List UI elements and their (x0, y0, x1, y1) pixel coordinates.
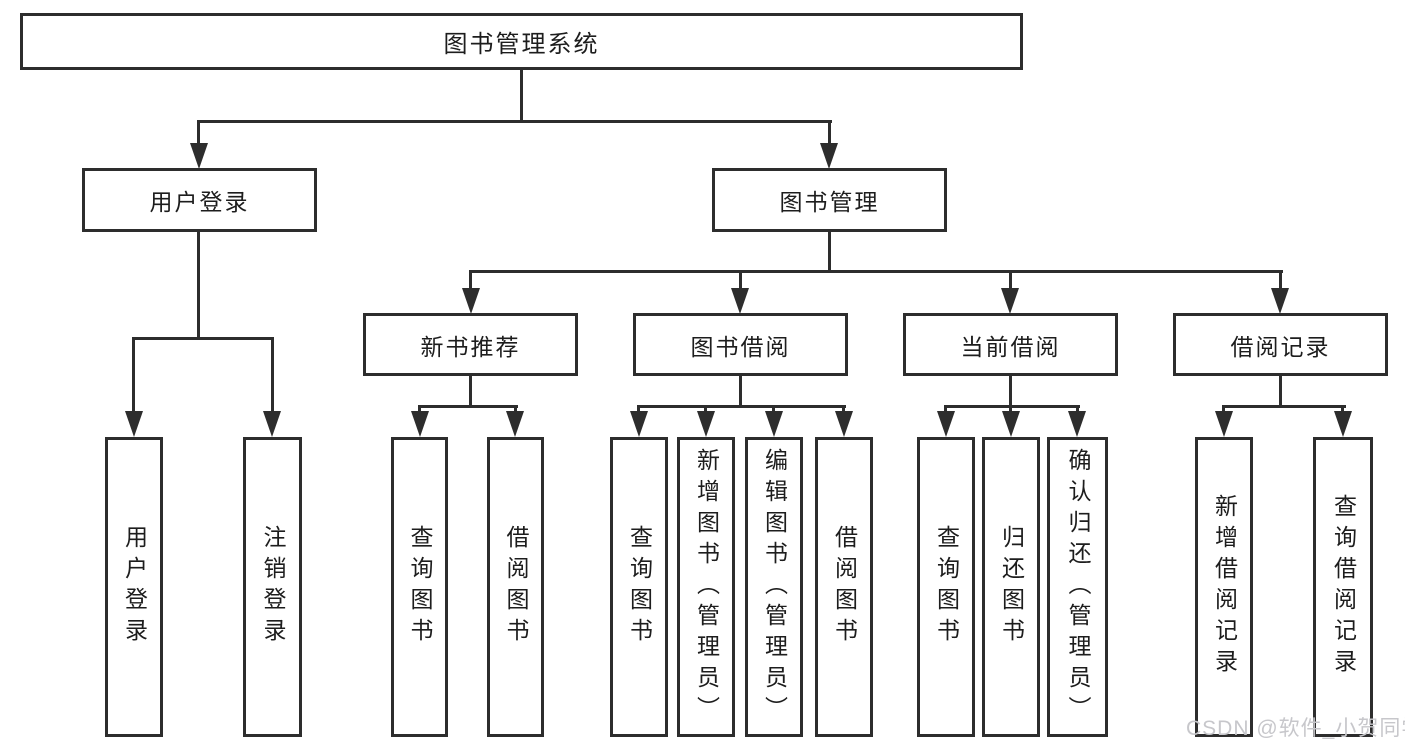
leaf-bb-edit-books-admin-label: 编辑图书（管理员） (761, 447, 788, 727)
arrowhead-current-borrow (1001, 288, 1019, 314)
edge-current-borrow-stem (1009, 376, 1012, 408)
edge-drop-borrow-record (1279, 270, 1282, 292)
edge-current-borrow-bar (944, 405, 1080, 408)
node-current-borrowing: 当前借阅 (903, 313, 1118, 376)
edge-root-stem (520, 70, 523, 123)
edge-drop-cb-return (1009, 405, 1012, 415)
edge-drop-br-add (1222, 405, 1225, 415)
node-user-login: 用户登录 (82, 168, 317, 232)
arrowhead-cb-return (1002, 411, 1020, 437)
node-new-book-recommend: 新书推荐 (363, 313, 578, 376)
leaf-cb-return-books-label: 归还图书 (998, 525, 1025, 649)
leaf-bb-borrow-books-label: 借阅图书 (831, 525, 858, 649)
arrowhead-book-borrow (731, 288, 749, 314)
edge-drop-cb-query (944, 405, 947, 415)
edge-level1-bar (198, 120, 832, 123)
edge-drop-leaf-user-login (132, 337, 135, 415)
leaf-nb-borrow-books: 借阅图书 (487, 437, 544, 737)
csdn-watermark: CSDN @软件_小贺同学 (1186, 717, 1405, 740)
leaf-br-query-record-label: 查询借阅记录 (1330, 494, 1357, 680)
leaf-bb-add-books-admin-label: 新增图书（管理员） (693, 447, 720, 727)
leaf-br-add-record-label: 新增借阅记录 (1211, 494, 1238, 680)
leaf-user-login: 用户登录 (105, 437, 163, 737)
leaf-bb-borrow-books: 借阅图书 (815, 437, 873, 737)
node-book-borrowing: 图书借阅 (633, 313, 848, 376)
edge-drop-bb-add (704, 405, 707, 415)
edge-drop-book-mgmt (828, 120, 831, 147)
edge-drop-book-borrow (739, 270, 742, 292)
arrowhead-nb-query (411, 411, 429, 437)
arrowhead-user-login (190, 143, 208, 169)
node-borrowing-records: 借阅记录 (1173, 313, 1388, 376)
edge-drop-bb-edit (772, 405, 775, 415)
arrowhead-bb-query (630, 411, 648, 437)
node-book-management: 图书管理 (712, 168, 947, 232)
arrowhead-new-book (462, 288, 480, 314)
arrowhead-cb-confirm (1068, 411, 1086, 437)
arrowhead-bb-edit (765, 411, 783, 437)
edge-new-book-stem (469, 376, 472, 408)
arrowhead-book-mgmt (820, 143, 838, 169)
leaf-cb-return-books: 归还图书 (982, 437, 1040, 737)
leaf-logout-label: 注销登录 (260, 525, 286, 649)
leaf-cb-query-books: 查询图书 (917, 437, 975, 737)
edge-new-book-bar (418, 405, 518, 408)
edge-drop-new-book (469, 270, 472, 292)
leaf-bb-add-books-admin: 新增图书（管理员） (677, 437, 735, 737)
edge-drop-br-query (1341, 405, 1344, 415)
arrowhead-br-add (1215, 411, 1233, 437)
edge-borrow-record-stem (1279, 376, 1282, 408)
arrowhead-nb-borrow (506, 411, 524, 437)
leaf-br-query-record: 查询借阅记录 (1313, 437, 1373, 737)
edge-drop-bb-query (637, 405, 640, 415)
arrowhead-leaf-logout (263, 411, 281, 437)
edge-drop-user-login (197, 120, 200, 147)
leaf-bb-edit-books-admin: 编辑图书（管理员） (745, 437, 803, 737)
edge-drop-leaf-logout (271, 337, 274, 415)
arrowhead-bb-borrow (835, 411, 853, 437)
edge-user-login-bar (133, 337, 274, 340)
leaf-user-login-label: 用户登录 (121, 525, 148, 649)
edge-borrow-record-bar (1222, 405, 1346, 408)
edge-drop-cb-confirm (1076, 405, 1079, 415)
arrowhead-cb-query (937, 411, 955, 437)
arrowhead-bb-add (697, 411, 715, 437)
leaf-nb-query-books-label: 查询图书 (407, 525, 433, 649)
node-root-library-system: 图书管理系统 (20, 13, 1023, 70)
arrowhead-borrow-record (1271, 288, 1289, 314)
leaf-logout: 注销登录 (243, 437, 302, 737)
edge-user-login-stem (197, 232, 200, 340)
edge-drop-bb-borrow (842, 405, 845, 415)
leaf-cb-confirm-return-admin-label: 确认归还（管理员） (1065, 447, 1091, 727)
arrowhead-leaf-user-login (125, 411, 143, 437)
leaf-cb-confirm-return-admin: 确认归还（管理员） (1047, 437, 1108, 737)
edge-drop-nb-query (418, 405, 421, 415)
arrowhead-br-query (1334, 411, 1352, 437)
leaf-bb-query-books: 查询图书 (610, 437, 668, 737)
edge-book-mgmt-stem (828, 232, 831, 273)
leaf-bb-query-books-label: 查询图书 (626, 525, 653, 649)
leaf-nb-borrow-books-label: 借阅图书 (503, 525, 529, 649)
leaf-cb-query-books-label: 查询图书 (933, 525, 960, 649)
leaf-nb-query-books: 查询图书 (391, 437, 448, 737)
edge-drop-nb-borrow (514, 405, 517, 415)
edge-book-borrow-bar (637, 405, 846, 408)
edge-book-borrow-stem (739, 376, 742, 408)
edge-drop-current-borrow (1009, 270, 1012, 292)
leaf-br-add-record: 新增借阅记录 (1195, 437, 1253, 737)
edge-level2-bar (469, 270, 1283, 273)
